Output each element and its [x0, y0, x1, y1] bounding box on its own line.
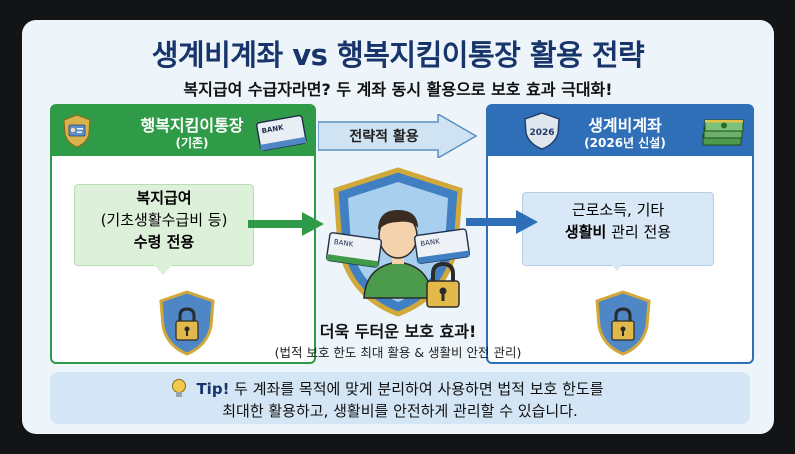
left-bubble-line2: (기초생활수급비 등) — [100, 211, 228, 229]
strategy-arrow-label: 전략적 활용 — [349, 129, 419, 145]
panel-header-right: 2026 생계비계좌 (2026년 신설) — [488, 106, 752, 156]
year-badge-icon: 2026 — [524, 112, 560, 150]
tip-box: Tip! 두 계좌를 목적에 맞게 분리하여 사용하면 법적 보호 한도를 최대… — [50, 372, 750, 424]
right-panel-name: 생계비계좌 — [588, 116, 662, 135]
right-bubble-tail — [608, 261, 626, 271]
left-bubble-line3: 수령 전용 — [133, 233, 195, 251]
left-card-text: BANK — [261, 123, 285, 135]
left-panel-tag: (기존) — [175, 136, 209, 150]
panel-living-account: 2026 생계비계좌 (2026년 신설) 근로소득, 기타 생활비 관리 전용 — [486, 104, 754, 364]
bank-card-right-icon: BANK — [414, 228, 471, 264]
lightbulb-icon — [172, 378, 186, 397]
right-bubble-line2-rest: 관리 전용 — [606, 223, 672, 241]
right-panel-tag: (2026년 신설) — [584, 136, 666, 150]
title-vs: vs — [292, 38, 328, 72]
left-bubble-line1: 복지급여 — [136, 189, 192, 207]
page-title: 생계비계좌 vs 행복지킴이통장 활용 전략 — [22, 32, 774, 74]
result-sub: (법적 보호 한도 최대 활용 & 생활비 안전 관리) — [274, 345, 522, 360]
id-badge-icon — [63, 114, 91, 148]
strategy-arrow-icon — [318, 114, 478, 158]
title-left: 생계비계좌 — [151, 38, 283, 72]
bank-card-left-icon: BANK — [326, 232, 383, 268]
badge-year-text: 2026 — [529, 128, 554, 138]
arrow-right-green-icon — [248, 212, 324, 236]
panel-happiness-account: 행복지킴이통장 (기존) BANK 복지급여 (기초생활수급비 등) 수령 전용 — [50, 104, 316, 364]
tip-line2: 최대한 활용하고, 생활비를 안전하게 관리할 수 있습니다. — [222, 402, 578, 420]
infographic-card: 생계비계좌 vs 행복지킴이통장 활용 전략 복지급여 수급자라면? 두 계좌 … — [22, 20, 774, 434]
title-right: 행복지킴이통장 활용 전략 — [337, 38, 645, 72]
lock-shield-icon — [159, 290, 215, 356]
left-bubble: 복지급여 (기초생활수급비 등) 수령 전용 — [74, 184, 254, 266]
tip-line1: Tip! 두 계좌를 목적에 맞게 분리하여 사용하면 법적 보호 한도를 — [50, 378, 750, 399]
person-shield-icon — [333, 167, 463, 317]
panel-header-left: 행복지킴이통장 (기존) BANK — [52, 106, 314, 156]
center-card-right-text: BANK — [420, 237, 441, 248]
right-bubble: 근로소득, 기타 생활비 관리 전용 — [522, 192, 714, 266]
bank-card-icon: BANK — [256, 114, 307, 151]
result-main: 더욱 두터운 보호 효과! — [319, 322, 477, 341]
padlock-icon — [426, 261, 460, 308]
right-bubble-line1: 근로소득, 기타 — [571, 201, 665, 219]
left-panel-name: 행복지킴이통장 — [140, 116, 244, 135]
center-card-left-text: BANK — [333, 238, 354, 249]
subtitle: 복지급여 수급자라면? 두 계좌 동시 활용으로 보호 효과 극대화! — [183, 80, 613, 99]
tip-text1: 두 계좌를 목적에 맞게 분리하여 사용하면 법적 보호 한도를 — [229, 380, 604, 398]
money-stack-icon — [702, 119, 744, 146]
right-bubble-line2-bold: 생활비 — [564, 223, 607, 241]
lock-shield-icon — [595, 290, 651, 356]
left-bubble-tail — [154, 265, 172, 275]
arrow-right-blue-icon — [466, 210, 538, 234]
tip-label: Tip! — [196, 380, 230, 398]
